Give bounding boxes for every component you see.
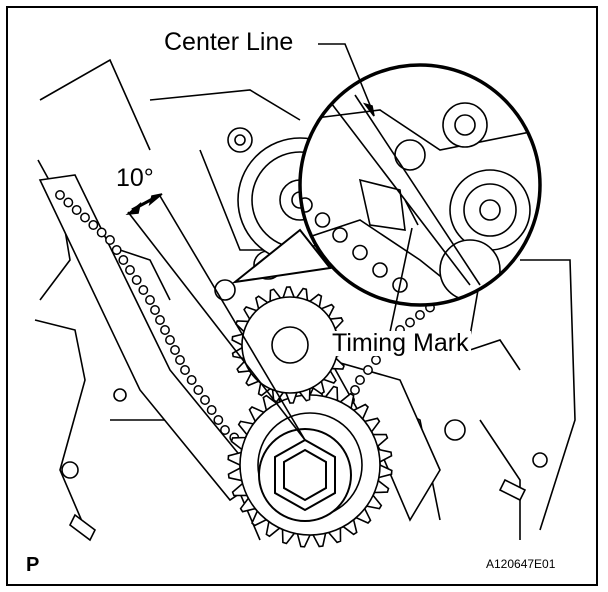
chain-link [165,335,175,345]
chain-link [155,315,165,325]
idler-gear [231,286,349,404]
chain-link [363,365,373,375]
chain-link [96,227,107,238]
chain-link [170,345,180,355]
angle-reference-lines [125,193,306,441]
center-line-leader [318,43,375,117]
inset-border [298,63,542,307]
chain-link [355,375,365,385]
chain-link [125,265,135,275]
chain-link [105,235,115,245]
chain-link [314,212,331,228]
chain-link [150,305,160,315]
timing-mark-label: Timing Mark [330,329,471,357]
crankshaft-bolt [258,428,352,522]
chain-link [200,395,210,405]
angle-label: 10° [116,164,154,192]
figure-code: A120647E01 [486,557,556,571]
chain-link [180,365,190,375]
chain-link [206,405,217,415]
chain-link [118,255,129,265]
chain-link [415,310,425,320]
chain-link [193,385,204,395]
chain-link [405,317,415,328]
chain-link [371,355,381,365]
chain-link [352,244,368,261]
inset-callout-leader [231,228,332,284]
chain-link [131,275,142,285]
center-line-label: Center Line [164,28,294,56]
chain-link [332,227,348,243]
chain-link [186,375,197,385]
chain-link [213,415,224,425]
chain-link [138,285,149,295]
chain-link [111,245,122,255]
chain-link [350,385,360,395]
chain-link [160,325,170,335]
chain-link [88,220,99,230]
timing-mark-leaders [389,227,479,337]
chain-link [71,205,82,215]
chain-link [220,425,230,435]
chain-link [80,212,90,223]
chain-link [372,262,388,278]
chain-link [175,355,185,365]
magnified-inset [300,65,540,305]
chain-link [55,190,65,200]
chain-link [145,295,155,305]
chain-link [63,197,74,208]
view-marker: P [26,554,40,576]
